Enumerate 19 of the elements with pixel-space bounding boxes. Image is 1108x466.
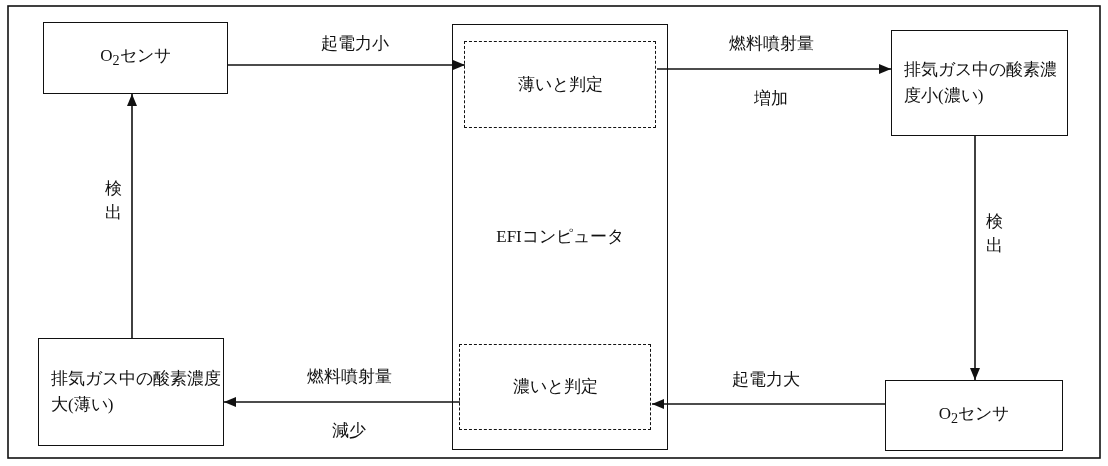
judgement-box: 薄いと判定	[464, 41, 657, 129]
arrow	[651, 399, 886, 409]
edge-label: 起電力小	[319, 33, 391, 55]
state-box: 排気ガス中の酸素濃度大(薄い)	[38, 338, 224, 446]
arrow	[970, 135, 980, 381]
arrow	[227, 60, 466, 70]
judgement-box: 濃いと判定	[459, 344, 652, 431]
amount-label: 減少	[330, 420, 368, 442]
sensor-box: O$_{2}$センサ	[885, 380, 1063, 451]
sensor-box: O$_{2}$センサ	[43, 22, 228, 94]
edge-label: 燃料噴射量	[304, 366, 394, 388]
arrow	[127, 93, 137, 339]
edge-label: 燃料噴射量	[726, 33, 816, 55]
edge-label: 起電力大	[730, 369, 802, 391]
computer-box	[452, 24, 668, 450]
arrow	[223, 397, 461, 407]
arrow	[656, 64, 892, 74]
computer-label: EFIコンピュータ	[496, 227, 624, 246]
state-box: 排気ガス中の酸素濃度小(濃い)	[891, 30, 1068, 136]
